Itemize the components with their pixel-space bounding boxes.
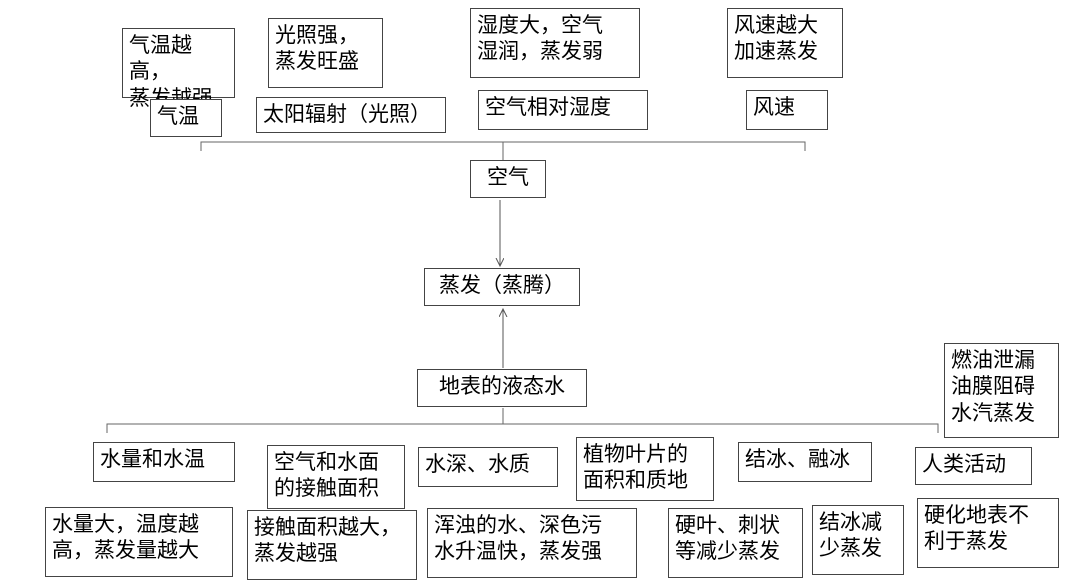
factor-wind-speed: 风速 — [746, 90, 828, 130]
bottom-bracket — [106, 423, 939, 433]
factor-depth-quality: 水深、水质 — [418, 447, 558, 487]
surface-water-node: 地表的液态水 — [417, 369, 587, 407]
factor-water-volume-temperature: 水量和水温 — [93, 442, 235, 482]
effect-hard-leaves: 硬叶、刺状 等减少蒸发 — [668, 508, 803, 578]
factor-freezing-thawing: 结冰、融冰 — [738, 442, 872, 482]
factor-temperature: 气温 — [150, 99, 222, 137]
effect-contact-area: 接触面积越大， 蒸发越强 — [247, 510, 417, 580]
effect-box-sunlight: 光照强， 蒸发旺盛 — [268, 18, 383, 88]
effect-box-humidity: 湿度大，空气 湿润，蒸发弱 — [470, 8, 640, 78]
factor-solar-radiation: 太阳辐射（光照） — [256, 97, 446, 133]
effect-turbid-water: 浑浊的水、深色污 水升温快，蒸发强 — [427, 508, 637, 578]
effect-water-volume: 水量大，温度越 高，蒸发量越大 — [45, 507, 233, 577]
effect-box-wind: 风速越大 加速蒸发 — [727, 8, 843, 78]
factor-relative-humidity: 空气相对湿度 — [478, 90, 648, 130]
effect-box-temperature: 气温越高， 蒸发越强 — [122, 28, 235, 110]
effect-freezing: 结冰减 少蒸发 — [812, 505, 904, 575]
factor-leaf-area-texture: 植物叶片的 面积和质地 — [576, 437, 714, 501]
air-node: 空气 — [470, 160, 546, 198]
factor-human-activity: 人类活动 — [915, 447, 1032, 485]
effect-hardened-ground: 硬化地表不 利于蒸发 — [917, 498, 1059, 568]
human-activity-note: 燃油泄漏 油膜阻碍 水汽蒸发 — [944, 343, 1059, 438]
evaporation-node: 蒸发（蒸腾） — [424, 268, 580, 306]
factor-contact-area: 空气和水面 的接触面积 — [267, 445, 405, 509]
